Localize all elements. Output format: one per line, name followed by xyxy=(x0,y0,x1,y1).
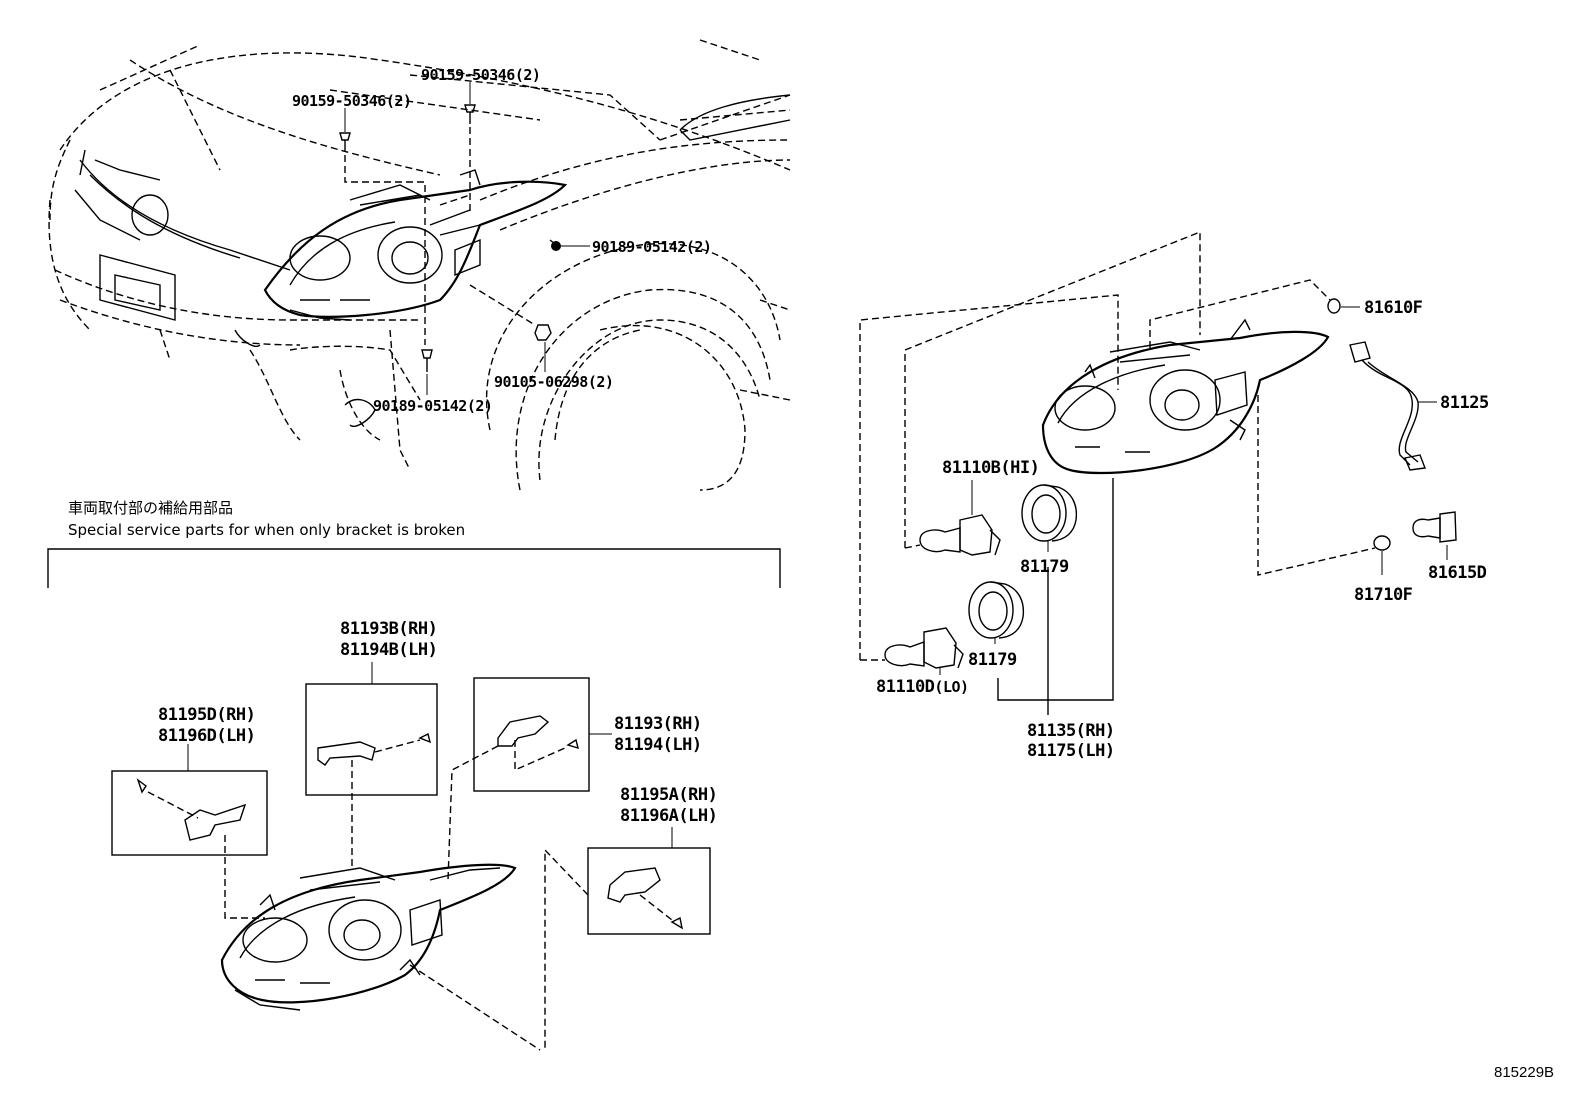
screw-icon xyxy=(136,778,147,794)
bracket-d-icon xyxy=(184,803,247,841)
label-bolt-upper-right: 90159-50346(2) xyxy=(421,66,540,84)
label-b-rh: 81193B(RH) xyxy=(340,619,437,639)
screw-icon xyxy=(418,732,432,744)
wire-harness-icon xyxy=(1349,341,1426,471)
label-cover-2: 81179 xyxy=(968,650,1017,670)
label-grommet: 81610F xyxy=(1364,298,1423,318)
grommet-icon xyxy=(1327,298,1341,314)
side-bulb-icon xyxy=(1412,511,1457,543)
bracket-b-box xyxy=(305,683,438,796)
cover-icon xyxy=(968,581,1025,639)
label-lamp-rh: 81135(RH) xyxy=(1027,721,1115,741)
bracket-plain-icon xyxy=(497,715,550,747)
screw-icon xyxy=(566,738,579,750)
bracket-d-box xyxy=(111,770,268,856)
bracket-a-box xyxy=(587,847,711,935)
label-cover-1: 81179 xyxy=(1020,557,1069,577)
label-b-lh: 81194B(LH) xyxy=(340,640,437,660)
figure-id: 815229B xyxy=(1494,1064,1554,1081)
headlamp-assembly-upper xyxy=(1041,318,1330,475)
label-clip-right: 90189-05142(2) xyxy=(592,238,711,256)
service-note: 車両取付部の補給用部品 Special service parts for wh… xyxy=(47,499,781,588)
headlamp-exploded-group: 81110B(HI) 81179 81179 81110D(LO) 81135(… xyxy=(859,230,1489,761)
vehicle-headlamp xyxy=(263,169,568,321)
bolt-icon xyxy=(464,104,476,124)
label-bulb-lo: 81110D(LO) xyxy=(876,677,969,697)
label-d-rh: 81195D(RH) xyxy=(158,705,255,725)
note-bracket-frame xyxy=(47,548,781,588)
label-bolt-upper-left: 90159-50346(2) xyxy=(292,92,411,110)
cover-icon xyxy=(1021,484,1078,542)
label-wire: 81125 xyxy=(1440,393,1489,413)
label-a-rh: 81195A(RH) xyxy=(620,785,717,805)
label-bulb-lo-code: 81110D xyxy=(876,677,935,697)
label-side-bulb: 81615D xyxy=(1428,563,1487,583)
label-plain-lh: 81194(LH) xyxy=(614,735,702,755)
clip-icon xyxy=(421,349,433,372)
screw-icon xyxy=(670,916,683,930)
label-bulb-lo-suffix: (LO) xyxy=(934,678,968,696)
label-lamp-lh: 81175(LH) xyxy=(1027,741,1115,761)
bracket-b-icon xyxy=(317,741,376,766)
bolt-icon xyxy=(339,132,351,152)
bulb-hi-icon xyxy=(919,514,1001,556)
label-cap: 81710F xyxy=(1354,585,1413,605)
label-a-lh: 81196A(LH) xyxy=(620,806,717,826)
vehicle-front-drawing: 90159-50346(2) 90159-50346(2) 90189-0514… xyxy=(48,39,791,491)
bulb-lo-icon xyxy=(884,627,964,669)
label-plain-rh: 81193(RH) xyxy=(614,714,702,734)
nut-icon xyxy=(534,324,552,341)
headlamp-assembly-lower xyxy=(220,863,517,1011)
bracket-a-icon xyxy=(607,867,661,903)
label-nut-lower: 90105-06298(2) xyxy=(494,373,613,391)
cap-icon xyxy=(1373,535,1391,551)
bracket-parts-group: 81193B(RH) 81194B(LH) 81193(RH) 81194(LH… xyxy=(111,619,718,1051)
label-bulb-hi: 81110B(HI) xyxy=(942,458,1039,478)
note-japanese: 車両取付部の補給用部品 xyxy=(68,499,233,517)
note-english: Special service parts for when only brac… xyxy=(68,521,465,539)
label-d-lh: 81196D(LH) xyxy=(158,726,255,746)
label-clip-lower: 90189-05142(2) xyxy=(373,397,492,415)
